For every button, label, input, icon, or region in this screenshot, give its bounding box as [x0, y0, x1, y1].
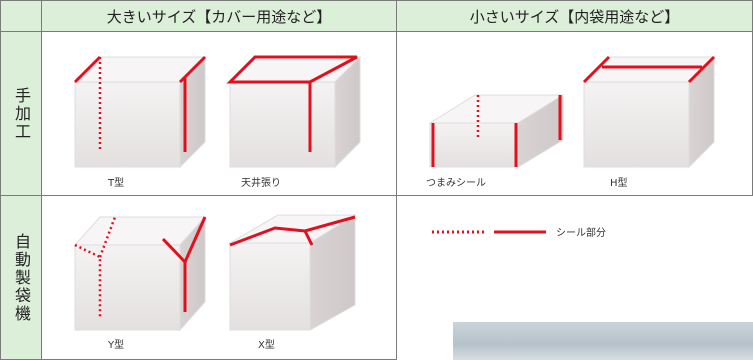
h-type-box-diagram [582, 55, 716, 169]
row-label-machine: 自動製袋機 [0, 195, 42, 360]
legend-label: シール部分 [556, 228, 606, 239]
corner-cell [0, 0, 42, 32]
caption-x-type: X型 [258, 340, 275, 351]
t-type-box-diagram [73, 55, 207, 169]
caption-tsumami: つまみシール [426, 178, 486, 189]
row-label-machine-text: 自動製袋機 [12, 232, 31, 323]
caption-h-type: H型 [610, 178, 628, 189]
caption-ceiling: 天井張り [241, 178, 281, 189]
legend: シール部分 [432, 224, 606, 239]
tsumami-box-diagram [428, 94, 565, 168]
product-photo [453, 322, 753, 360]
ceiling-box-diagram [226, 55, 362, 169]
legend-dotted-line-icon [432, 230, 484, 233]
row-label-manual: 手加工 [0, 31, 42, 196]
row-label-manual-text: 手加工 [12, 86, 31, 141]
caption-t-type: T型 [108, 178, 125, 189]
legend-solid-line-icon [494, 230, 546, 233]
caption-y-type: Y型 [108, 340, 125, 351]
y-type-box-diagram [73, 215, 207, 332]
header-small-size: 小さいサイズ【内袋用途など】 [396, 0, 753, 32]
x-type-box-diagram [228, 214, 357, 331]
header-large-size: 大きいサイズ【カバー用途など】 [41, 0, 397, 32]
